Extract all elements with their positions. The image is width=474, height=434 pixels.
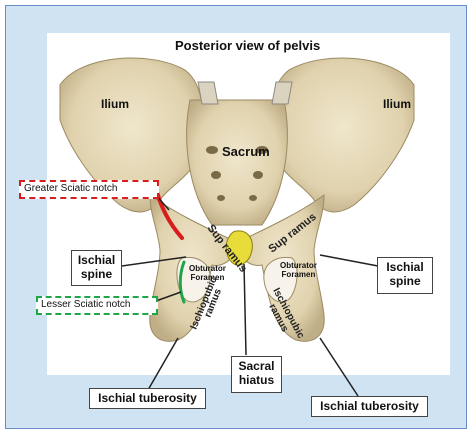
greater-sciatic-notch-callout: Greater Sciatic notch xyxy=(19,180,159,199)
ischial-spine-left-callout: Ischial spine xyxy=(71,250,122,286)
obturator-foramen-left-line2: Foramen xyxy=(190,272,225,282)
sacral-hiatus-callout: Sacral hiatus xyxy=(231,356,282,393)
ischial-tuberosity-left-callout: Ischial tuberosity xyxy=(89,388,206,409)
sacral-hiatus-highlight xyxy=(225,230,253,266)
ischial-spine-right-callout: Ischial spine xyxy=(377,257,433,294)
leader-line-ischial-tuberosity-left xyxy=(147,337,179,391)
sacral-foramen xyxy=(249,195,257,201)
leader-line-ischial-spine-right xyxy=(319,254,379,267)
sacrum-label: Sacrum xyxy=(222,144,270,159)
ilium-left-label: Ilium xyxy=(101,97,130,111)
ischial-spine-right-line1: Ischial xyxy=(386,260,424,274)
ischial-tuberosity-right-callout: Ischial tuberosity xyxy=(311,396,428,417)
sacral-foramen xyxy=(206,146,218,154)
ilium-right-label: Ilium xyxy=(383,97,412,111)
sacral-foramen xyxy=(256,146,268,154)
obturator-foramen-right-line1: Obturator xyxy=(280,261,317,270)
leader-line-ischial-spine-left xyxy=(121,256,187,267)
obturator-foramen-left-label: Obturator Foramen xyxy=(189,264,226,283)
ischial-spine-left-line2: spine xyxy=(80,266,113,281)
sacral-hiatus-line1: Sacral xyxy=(238,359,275,373)
obturator-foramen-left-line1: Obturator xyxy=(189,264,226,273)
lesser-sciatic-notch-highlight xyxy=(178,260,186,304)
right-articular-process xyxy=(271,81,293,105)
right-obturator-foramen xyxy=(263,256,298,303)
lesser-sciatic-notch-callout: Lesser Sciatic notch xyxy=(36,296,158,315)
obturator-foramen-right-line2: Foramen xyxy=(281,269,316,279)
right-ilium-bone xyxy=(270,57,415,213)
left-articular-process xyxy=(197,81,219,105)
sacral-foramen xyxy=(211,171,221,179)
sacral-foramen xyxy=(217,195,225,201)
ischial-spine-left-line1: Ischial xyxy=(77,253,116,267)
sacrum-bone xyxy=(186,99,288,226)
sacral-foramen xyxy=(253,171,263,179)
leader-line-sacral-hiatus xyxy=(243,263,247,356)
obturator-foramen-right-label: Obturator Foramen xyxy=(280,261,317,280)
left-obturator-foramen xyxy=(176,256,211,303)
leader-line-ischial-tuberosity-right xyxy=(319,337,359,397)
leader-line-lesser-notch xyxy=(155,291,182,302)
ischial-spine-right-line2: spine xyxy=(389,273,421,288)
sacral-hiatus-line2: hiatus xyxy=(238,372,275,387)
diagram-title: Posterior view of pelvis xyxy=(175,38,321,53)
